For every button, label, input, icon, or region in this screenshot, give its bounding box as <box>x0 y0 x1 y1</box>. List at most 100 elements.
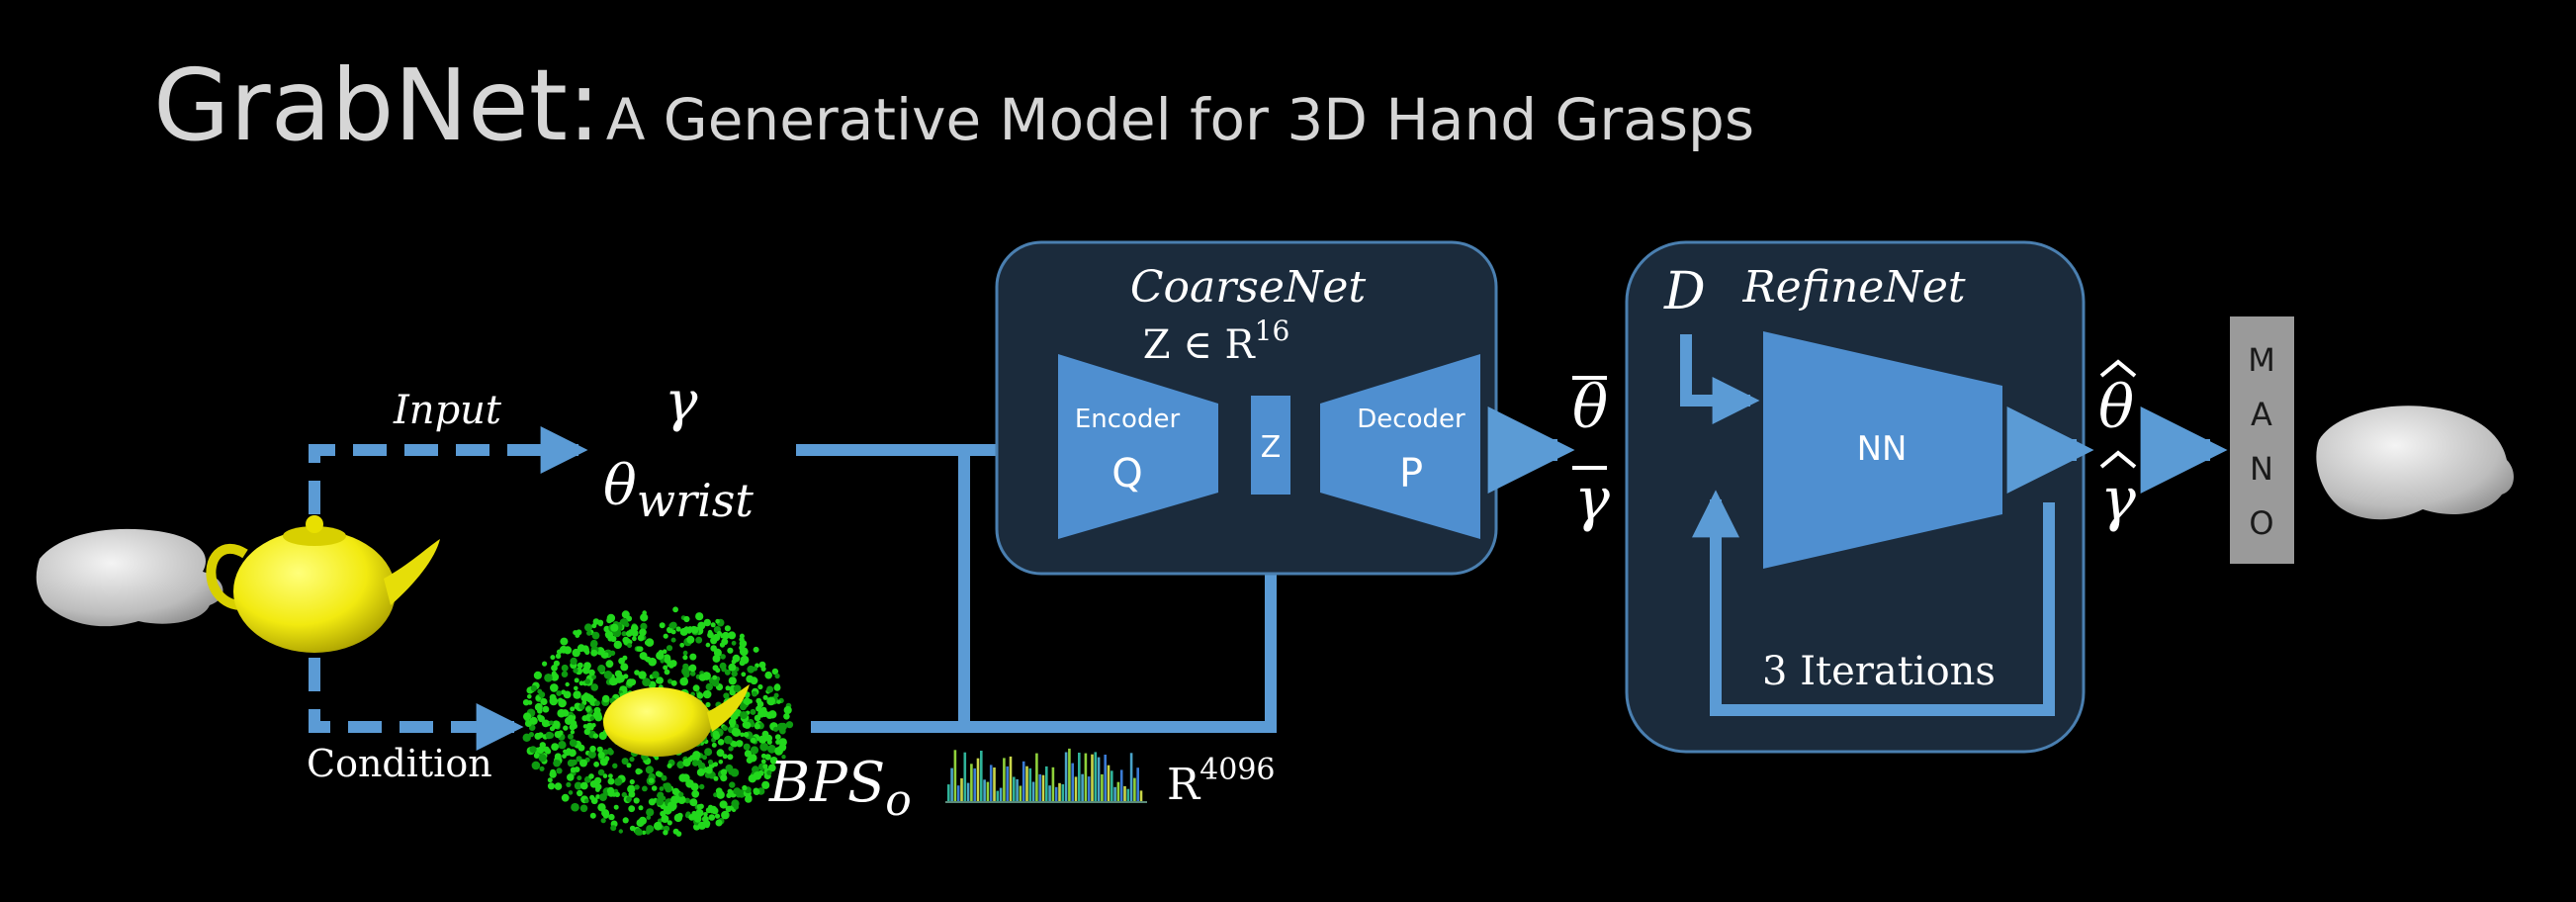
bps-point <box>529 746 537 754</box>
bps-point <box>761 780 770 789</box>
bps-point <box>591 631 600 640</box>
bps-point <box>537 708 543 714</box>
bps-point <box>542 705 550 713</box>
bps-point <box>765 711 773 719</box>
bps-point <box>640 622 648 631</box>
histogram-bar <box>1097 757 1101 801</box>
bps-point <box>594 700 600 706</box>
d-label: D <box>1663 262 1706 321</box>
histogram-bar <box>989 765 993 801</box>
bps-point <box>666 662 672 668</box>
bps-point <box>666 763 672 768</box>
histogram-bar <box>1110 770 1113 801</box>
bps-point <box>527 694 532 699</box>
bps-point <box>634 828 643 836</box>
bps-point <box>781 755 786 760</box>
bps-point <box>606 613 616 623</box>
decoder-letter: P <box>1399 451 1423 496</box>
bps-point <box>705 766 713 774</box>
bps-point <box>566 781 572 788</box>
bps-point <box>573 668 578 674</box>
bps-point <box>753 646 759 653</box>
bps-point <box>703 618 711 627</box>
bps-point <box>673 813 683 823</box>
bps-point <box>663 665 668 671</box>
feature-dim-r: R <box>1167 760 1201 810</box>
bps-point <box>610 623 619 632</box>
bps-point <box>634 670 640 676</box>
bps-point <box>679 642 685 648</box>
histogram-bar <box>976 758 980 801</box>
bps-point <box>739 636 745 643</box>
bps-point <box>692 684 700 692</box>
histogram-bar <box>1054 786 1058 801</box>
bps-point <box>696 804 702 810</box>
bps-point <box>749 721 755 728</box>
bps-point <box>783 705 792 715</box>
histogram-bar <box>1091 754 1094 801</box>
bps-point <box>597 768 605 776</box>
bps-point <box>629 778 635 785</box>
bps-point <box>764 671 772 679</box>
bps-point <box>785 721 794 729</box>
bps-point <box>628 790 636 798</box>
bps-point <box>554 753 562 761</box>
bps-point <box>773 726 779 732</box>
bps-point <box>697 821 707 830</box>
histogram-bar <box>1084 753 1088 801</box>
bps-point <box>625 630 633 637</box>
bps-point <box>560 645 568 654</box>
histogram-bar <box>1058 782 1061 801</box>
bps-point <box>581 715 588 722</box>
bps-point <box>608 813 615 821</box>
histogram-bar <box>1019 785 1022 801</box>
histogram-bar <box>950 767 953 801</box>
bps-point <box>579 759 587 767</box>
bps-point <box>695 636 703 644</box>
histogram-bar <box>1051 767 1055 801</box>
bps-point <box>584 693 591 700</box>
bps-point <box>652 671 660 678</box>
bps-point <box>537 732 544 739</box>
bps-point <box>689 653 697 661</box>
bps-point <box>592 618 600 625</box>
bps-point <box>774 683 780 689</box>
bps-point <box>578 703 585 710</box>
bps-point <box>692 751 701 760</box>
bps-point <box>571 802 579 812</box>
bps-point <box>661 815 669 823</box>
histogram-bar <box>1119 769 1123 801</box>
latent-z-block <box>1251 396 1290 495</box>
bps-point <box>690 782 699 791</box>
bps-point <box>623 674 629 679</box>
bps-point <box>721 810 730 820</box>
wrist-subscript: wrist <box>637 474 755 527</box>
histogram-bar <box>1028 767 1032 801</box>
histogram-bar <box>1041 774 1045 801</box>
bps-point <box>724 735 733 745</box>
bps-point <box>767 764 776 772</box>
bps-point <box>672 606 678 613</box>
refined-output: θ γ <box>2098 359 2137 534</box>
bps-point <box>586 630 592 636</box>
bps-point <box>570 706 576 712</box>
histogram-bar <box>999 787 1003 801</box>
bps-point <box>714 813 721 819</box>
histogram-bar <box>1094 752 1098 801</box>
bps-point <box>642 677 651 686</box>
bps-point <box>736 740 744 748</box>
bps-point <box>686 635 695 644</box>
bps-point <box>711 742 717 748</box>
bps-point <box>561 671 569 677</box>
bps-point <box>697 762 706 770</box>
hand-teapot-image <box>36 515 440 653</box>
histogram-bar <box>1123 785 1126 801</box>
bps-feature-histogram <box>945 748 1147 803</box>
bps-point <box>773 692 779 698</box>
bps-point <box>531 761 541 770</box>
bps-point <box>638 805 644 811</box>
bps-point <box>606 634 611 639</box>
bps-point <box>778 740 784 746</box>
bps-point <box>572 648 580 658</box>
